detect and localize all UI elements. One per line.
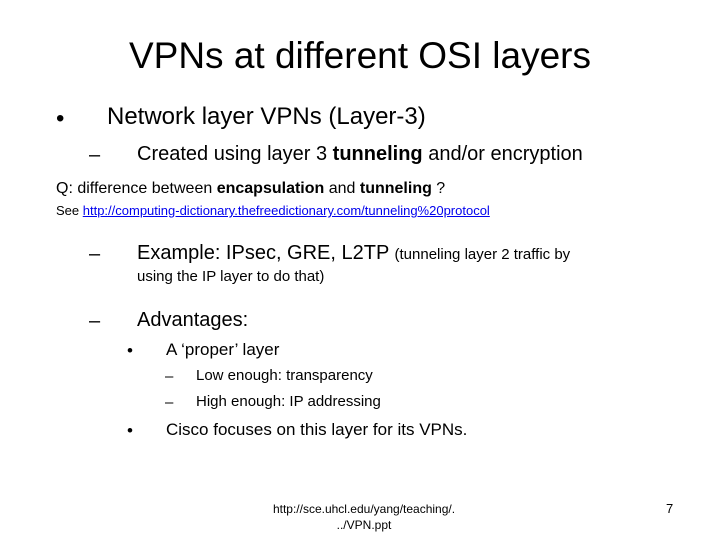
note-q-bold2: tunneling — [359, 180, 432, 197]
note-q-bold1: encapsulation — [216, 180, 325, 197]
sub-advantages: Advantages: — [137, 309, 249, 331]
note-question: Q: difference between encapsulation and … — [56, 180, 445, 198]
dash-marker: – — [89, 310, 101, 332]
bullet-marker: • — [127, 421, 133, 440]
item-low-enough: Low enough: transparency — [196, 367, 373, 384]
note-q-pre: Q: difference between — [56, 180, 217, 197]
footer-line1: http://sce.uhcl.edu/yang/teaching/. — [272, 502, 456, 516]
note-q-mid: and — [324, 180, 360, 197]
note-see: See http://computing-dictionary.thefreed… — [56, 203, 490, 218]
bullet-marker: • — [127, 341, 133, 360]
note-see-pre: See — [56, 203, 83, 218]
slide-title: VPNs at different OSI layers — [128, 35, 591, 76]
sub-example-protocols: Example: IPsec, GRE, L2TP (tunneling lay… — [137, 242, 570, 265]
page-number: 7 — [666, 501, 674, 516]
sub1-pre: Created using layer 3 — [137, 143, 333, 165]
sub1-post: and/or encryption — [422, 143, 583, 165]
item-proper-layer: A ‘proper’ layer — [166, 340, 280, 359]
item-cisco-focuses: Cisco focuses on this layer for its VPNs… — [166, 420, 468, 439]
dash-marker: – — [89, 144, 101, 166]
dash-marker: – — [89, 243, 101, 265]
dash-marker: – — [165, 368, 174, 385]
sub-created-using-tunneling: Created using layer 3 tunneling and/or e… — [137, 143, 583, 166]
bullet-marker: • — [56, 105, 65, 132]
sub2-small-line1: (tunneling layer 2 traffic by — [394, 246, 571, 263]
dash-marker: – — [165, 394, 174, 411]
footer-line2: ../VPN.ppt — [336, 518, 392, 532]
sub1-bold: tunneling — [332, 143, 423, 165]
sub2-text: Example: IPsec, GRE, L2TP — [137, 242, 395, 264]
sub2-small-line2: using the IP layer to do that) — [137, 268, 325, 285]
note-q-post: ? — [431, 180, 446, 197]
tunneling-protocol-link[interactable]: http://computing-dictionary.thefreedicti… — [82, 203, 490, 218]
bullet-network-layer-vpns: Network layer VPNs (Layer-3) — [107, 103, 426, 130]
slide-footer: http://sce.uhcl.edu/yang/teaching/. ../V… — [244, 501, 484, 533]
item-high-enough: High enough: IP addressing — [196, 393, 381, 410]
